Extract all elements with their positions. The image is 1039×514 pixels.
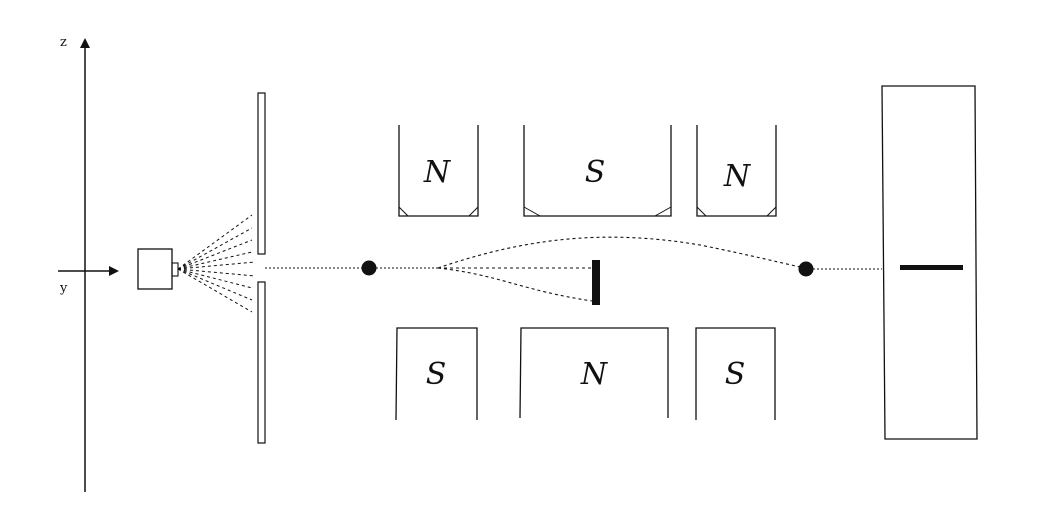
magnet-bottom-3-label: S (725, 357, 746, 392)
slit-plate (257, 92, 266, 444)
magnet-bottom-2-label: N (580, 357, 609, 392)
z-axis-label: z (60, 35, 67, 50)
trajectory-lower (437, 267, 593, 302)
magnet-bottom-1: S (395, 327, 478, 421)
magnet-top-1-label: N (423, 155, 452, 190)
z-axis: z (60, 35, 90, 492)
beam-blocker (592, 260, 600, 305)
particle-spray (177, 214, 256, 313)
magnet-top-2: S (523, 125, 672, 217)
trajectory-upper (437, 236, 806, 269)
lower-magnets: S N S (395, 327, 776, 421)
slit-plate-upper (257, 92, 266, 255)
particle-source (137, 248, 179, 290)
y-axis-label: y (59, 281, 68, 296)
y-axis: y (58, 266, 119, 296)
magnet-top-2-label: S (585, 155, 606, 190)
detector-screen (881, 85, 978, 440)
magnet-bottom-2: N (519, 327, 669, 419)
slit-plate-lower (257, 281, 266, 444)
beam-point-entry (361, 260, 377, 276)
magnet-bottom-1-label: S (426, 357, 447, 392)
detector-mark (900, 265, 963, 270)
magnet-top-3: N (696, 125, 777, 217)
magnet-top-3-label: N (723, 159, 752, 194)
beam-point-exit (798, 261, 814, 277)
magnet-top-1: N (398, 125, 479, 217)
split-trajectories (437, 236, 806, 302)
magnet-bottom-3: S (695, 327, 776, 420)
upper-magnets: N S N (398, 125, 777, 217)
